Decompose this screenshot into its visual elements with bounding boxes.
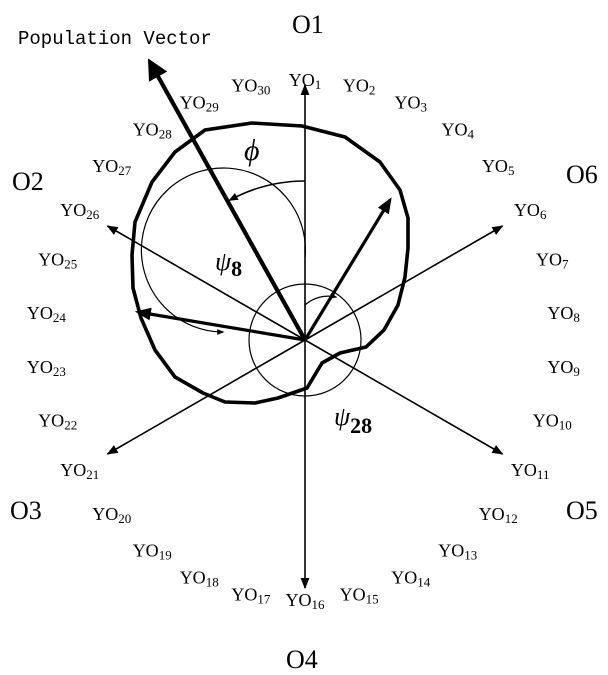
- yo-label-26: YO26: [60, 200, 100, 222]
- yo-label-4: YO4: [442, 120, 475, 142]
- axis-label-o3: O3: [10, 496, 42, 525]
- yo-label-2: YO2: [343, 76, 376, 98]
- yo-label-15: YO15: [340, 584, 379, 606]
- psi28-vector-arrow: [303, 197, 392, 341]
- yo-label-8: YO8: [547, 303, 580, 325]
- yo-label-28: YO28: [133, 120, 172, 142]
- psi28-label: ψ28: [334, 402, 372, 438]
- yo-label-24: YO24: [27, 303, 67, 325]
- axis-o5-line: [304, 339, 504, 455]
- axis-o3-line: [106, 339, 306, 455]
- yo-label-13: YO13: [438, 540, 477, 562]
- axis-label-o6: O6: [566, 160, 598, 189]
- yo-label-5: YO5: [482, 156, 515, 178]
- axis-label-o4: O4: [286, 645, 318, 674]
- psi8-label: ψ8: [215, 247, 242, 281]
- yo-label-21: YO21: [60, 460, 99, 482]
- axis-o2-line: [106, 225, 306, 341]
- axis-label-o1: O1: [292, 10, 324, 39]
- yo-label-27: YO27: [92, 156, 132, 178]
- yo-label-14: YO14: [391, 568, 431, 590]
- population-vector-title: Population Vector: [18, 28, 212, 50]
- yo-label-30: YO30: [231, 76, 270, 98]
- yo-label-16: YO16: [286, 590, 326, 612]
- yo-label-3: YO3: [395, 93, 428, 115]
- yo-label-7: YO7: [536, 250, 569, 272]
- psi28-angle-arc: [304, 292, 338, 306]
- phi-angle-arc: [228, 180, 306, 201]
- yo-label-10: YO10: [533, 410, 572, 432]
- yo-label-9: YO9: [547, 357, 580, 379]
- yo-label-29: YO29: [180, 93, 219, 115]
- yo-label-11: YO11: [511, 460, 550, 482]
- yo-label-23: YO23: [27, 357, 66, 379]
- yo-label-6: YO6: [514, 200, 547, 222]
- axis-label-o2: O2: [12, 167, 44, 196]
- psi8-vector-arrow: [134, 307, 306, 342]
- tuning-curve: [130, 121, 410, 405]
- axis-label-o5: O5: [566, 496, 598, 525]
- yo-label-12: YO12: [479, 504, 518, 526]
- yo-label-1: YO1: [289, 70, 322, 92]
- yo-label-19: YO19: [133, 540, 172, 562]
- psi8-angle-arc: [140, 167, 306, 335]
- phi-label: ϕ: [244, 134, 260, 167]
- inner-reference-circle: [248, 283, 362, 397]
- yo-label-20: YO20: [92, 504, 131, 526]
- yo-label-17: YO17: [231, 584, 271, 606]
- yo-label-18: YO18: [180, 568, 219, 590]
- population-vector-arrow: [147, 58, 307, 342]
- yo-label-22: YO22: [38, 410, 77, 432]
- yo-label-25: YO25: [38, 250, 77, 272]
